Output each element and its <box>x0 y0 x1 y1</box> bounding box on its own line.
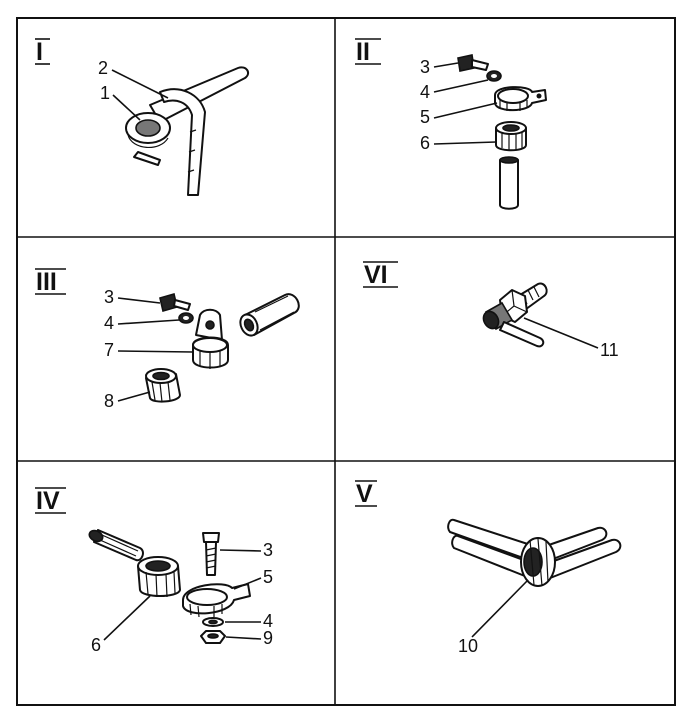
panel-label-VI: VI <box>364 261 388 289</box>
callout-6: 6 <box>420 133 430 153</box>
panel-label-II: II <box>356 38 370 66</box>
callout-5: 5 <box>420 107 430 127</box>
callout-6: 6 <box>91 635 101 655</box>
callout-1: 1 <box>100 83 110 103</box>
callout-5: 5 <box>263 567 273 587</box>
callout-7: 7 <box>104 340 114 360</box>
panel-VI: VI 11 <box>363 261 619 360</box>
panel-II: II 3 4 5 6 <box>355 38 547 210</box>
panel-label-I: I <box>36 38 43 66</box>
callout-9: 9 <box>263 628 273 648</box>
callout-8: 8 <box>104 391 114 411</box>
callout-4: 4 <box>263 611 273 631</box>
panel-V: V 10 <box>355 480 622 656</box>
callout-3: 3 <box>420 57 430 77</box>
panel-label-V: V <box>356 480 373 508</box>
callout-10: 10 <box>458 636 478 656</box>
callout-3: 3 <box>263 540 273 560</box>
callout-4: 4 <box>104 313 114 333</box>
panel-IV: IV 3 5 6 4 9 <box>35 487 273 655</box>
panel-I: I 2 1 <box>35 38 249 196</box>
callout-4: 4 <box>420 82 430 102</box>
outer-frame <box>16 17 676 706</box>
panel-label-III: III <box>36 268 57 296</box>
callout-11: 11 <box>600 340 619 360</box>
panel-label-IV: IV <box>36 487 60 515</box>
panel-III: III 3 4 7 8 <box>35 268 300 411</box>
callout-2: 2 <box>98 58 108 78</box>
callout-3: 3 <box>104 287 114 307</box>
